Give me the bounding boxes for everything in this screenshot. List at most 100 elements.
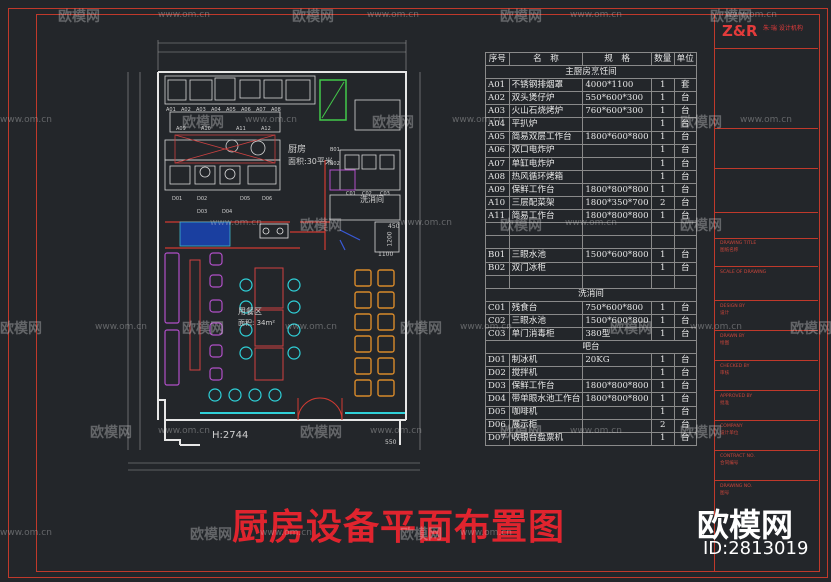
watermark-brand: 欧模网 (182, 321, 224, 337)
booth-tables (354, 269, 395, 397)
watermark-url: www.om.cn (570, 10, 622, 20)
table-header-cell: 规 格 (582, 51, 652, 67)
table-cell-name: 保鲜工作台 (508, 379, 584, 394)
table-cell (650, 274, 675, 289)
tb-label: 批准 (720, 401, 730, 406)
tb-label: 审核 (720, 371, 730, 376)
exhaust-hood (174, 134, 276, 164)
watermark-url: www.om.cn (285, 322, 337, 332)
table-cell-name: 平扒炉 (508, 117, 584, 132)
tb-label: DRAWING TITLE (720, 241, 757, 246)
equipment-tag: C03 (380, 191, 390, 197)
table-cell-spec (582, 431, 652, 446)
equipment-tag: A01 (166, 107, 176, 113)
table-cell-unit: 台 (673, 326, 698, 342)
table-cell-spec: 750*600*800 (582, 300, 652, 315)
table-cell-qty: 1 (650, 91, 675, 106)
equipment-marks (179, 221, 289, 247)
table-cell-no: D02 (485, 366, 510, 381)
table-cell-unit: 台 (673, 143, 698, 158)
table-cell-unit: 台 (673, 366, 698, 381)
equipment-tag: A07 (256, 107, 266, 113)
table-cell-spec: 550*600*300 (582, 91, 652, 106)
watermark-url: www.om.cn (158, 10, 210, 20)
table-cell-no: D05 (485, 405, 510, 420)
watermark-url: www.om.cn (245, 115, 297, 125)
table-row: 主厨房烹饪间 (485, 65, 697, 80)
table-cell-qty: 1 (650, 182, 675, 198)
tb-label: 设计 (720, 311, 730, 316)
section-heading: 主厨房烹饪间 (485, 65, 697, 80)
equipment-tag: C02 (362, 191, 372, 197)
table-cell-unit: 台 (673, 300, 698, 315)
table-cell-unit: 台 (673, 353, 698, 368)
watermark-url: www.om.cn (0, 528, 52, 538)
tb-label: APPROVED BY (720, 394, 753, 399)
green-stair (319, 79, 347, 121)
table-cell-name: 双门冰柜 (508, 261, 584, 276)
table-cell-spec (582, 169, 652, 184)
table-cell-qty: 1 (650, 379, 675, 394)
equipment-tag: C01 (346, 191, 356, 197)
table-cell-qty: 1 (650, 353, 675, 368)
watermark-brand: 欧模网 (292, 9, 334, 25)
table-cell-unit: 台 (673, 248, 698, 263)
equipment-tag: A02 (181, 107, 191, 113)
table-cell-qty: 1 (650, 326, 675, 342)
equipment-tag: A10 (201, 126, 211, 132)
equipment-tag: D06 (262, 196, 273, 202)
table-cell-name: 简易双层工作台 (508, 130, 584, 145)
equipment-tag: B02 (330, 161, 340, 167)
table-cell-spec (582, 143, 652, 158)
tb-label: COMPANY (720, 424, 743, 429)
table-header-cell: 序号 (485, 51, 510, 67)
table-cell-no: A08 (485, 169, 510, 184)
equipment-tag: D04 (222, 209, 233, 215)
table-row: 洗消间 (485, 287, 697, 302)
watermark-url: www.om.cn (460, 528, 512, 538)
dim-label: 450 (388, 223, 400, 230)
table-cell-no: A06 (485, 143, 510, 158)
table-cell-name: 制冰机 (508, 353, 584, 368)
equipment-tag: A03 (196, 107, 206, 113)
table-cell (673, 274, 698, 289)
table-cell-name: 带单眼水池工作台 (508, 392, 584, 407)
table-cell-qty: 1 (650, 313, 675, 328)
table-cell-spec: 1800*800*800 (582, 182, 652, 198)
table-row (485, 235, 698, 250)
table-cell-spec: 1500*600*800 (582, 248, 652, 263)
watermark-brand: 欧模网 (0, 321, 42, 337)
section-heading: 吧台 (485, 340, 697, 355)
table-cell (508, 274, 584, 289)
table-cell-name: 残食台 (508, 300, 584, 315)
table-cell-no: B02 (485, 261, 510, 276)
table-cell-spec (582, 156, 652, 171)
table-header-cell: 名 称 (508, 51, 584, 67)
dimension-lines (127, 40, 421, 471)
table-cell-spec: 20KG (582, 353, 652, 368)
equipment-tag: D02 (197, 196, 208, 202)
table-cell-name: 火山石烧烤炉 (508, 104, 584, 119)
table-cell-name: 单缸电炸炉 (508, 156, 584, 171)
table-cell-unit: 台 (673, 379, 698, 394)
table-cell-spec: 1800*600*800 (582, 130, 652, 145)
table-cell-qty: 2 (650, 418, 675, 433)
watermark-brand: 欧模网 (610, 321, 652, 337)
table-header-cell: 单位 (673, 51, 698, 67)
watermark-url: www.om.cn (95, 322, 147, 332)
watermark-url: www.om.cn (690, 322, 742, 332)
watermark-url: www.om.cn (452, 115, 504, 125)
equipment-tag: D01 (172, 196, 183, 202)
table-cell-spec (582, 366, 652, 381)
walls (157, 71, 407, 446)
